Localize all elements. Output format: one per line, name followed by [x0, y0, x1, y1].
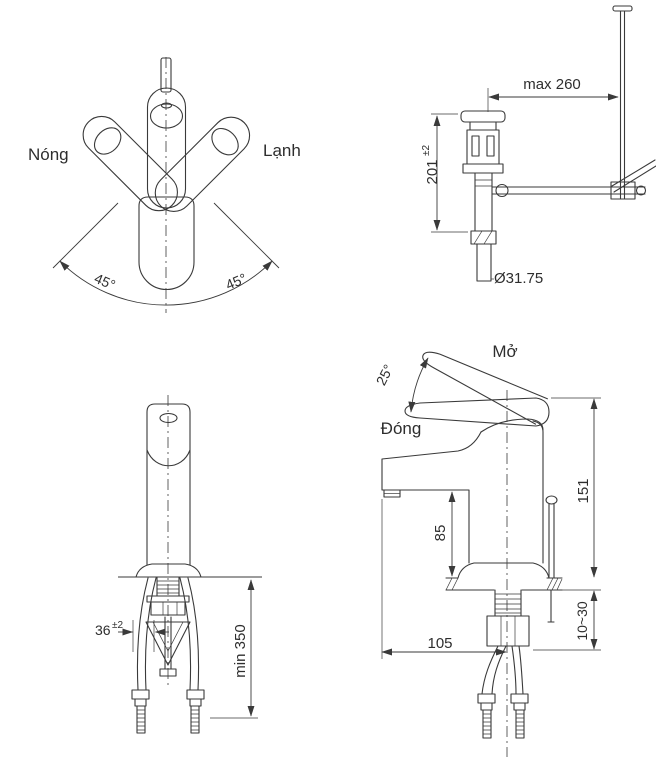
right-angle-label: 45° [223, 270, 249, 293]
supply-hoses-side [477, 645, 529, 739]
spout-height-label: 85 [432, 525, 449, 542]
handle-left-rotated [82, 115, 178, 212]
handle-center [146, 57, 187, 209]
lift-rod-side [545, 495, 558, 623]
total-height-label: 151 [575, 478, 592, 503]
total-height-dimension: 151 [551, 397, 601, 578]
handle-angle-dimension: 25° [373, 357, 429, 413]
top-view: 45° 45° Nóng Lạnh [28, 57, 301, 313]
closed-label: Đóng [381, 419, 422, 438]
handle-open [422, 351, 548, 425]
hot-label: Nóng [28, 145, 69, 164]
mounting-hardware-side [486, 589, 530, 647]
height-tolerance-label: ±2 [421, 145, 432, 156]
height-dimension: 201 ±2 [421, 113, 468, 233]
counter-deck [445, 577, 563, 591]
angle-dimension: 45° 45° [52, 202, 280, 306]
diameter-callout: Ø31.75 [491, 270, 543, 287]
drain-view: max 260 201 [421, 5, 656, 287]
height-label: 201 [424, 159, 441, 184]
spout-reach-label: 105 [427, 635, 452, 652]
max-reach-dimension: max 260 [487, 76, 619, 112]
handle-angle-label: 25° [373, 362, 397, 388]
open-label: Mở [492, 342, 517, 361]
min-hose-dimension: min 350 [210, 579, 258, 719]
faucet-body-front [118, 403, 262, 578]
handle-right-rotated [154, 116, 251, 212]
pivot-linkage [491, 159, 656, 200]
faucet-body-top-view [138, 196, 195, 291]
deck-thickness-dimension: 10~30 [533, 589, 601, 651]
cold-label: Lạnh [263, 141, 301, 160]
spout-height-dimension: 85 [432, 491, 456, 577]
side-view: 25° Mở Đóng [373, 342, 601, 757]
offset-tolerance-label: ±2 [112, 620, 123, 631]
mounting-hardware [145, 576, 191, 677]
handle-closed [404, 397, 550, 427]
offset-dimension: 36 ±2 [95, 620, 169, 652]
drain-body [460, 110, 506, 282]
spout-reach-dimension: 105 [381, 499, 507, 659]
pipe-diameter-label: Ø31.75 [494, 270, 543, 287]
lift-rod [612, 5, 633, 200]
offset-label: 36 [95, 622, 111, 638]
faucet-body-side [381, 418, 550, 579]
deck-thickness-label: 10~30 [574, 601, 590, 641]
front-view: 36 ±2 min 350 [95, 395, 262, 734]
max-reach-label: max 260 [523, 76, 581, 93]
supply-hoses [131, 577, 205, 734]
min-hose-label: min 350 [232, 624, 249, 677]
left-angle-label: 45° [92, 270, 118, 293]
